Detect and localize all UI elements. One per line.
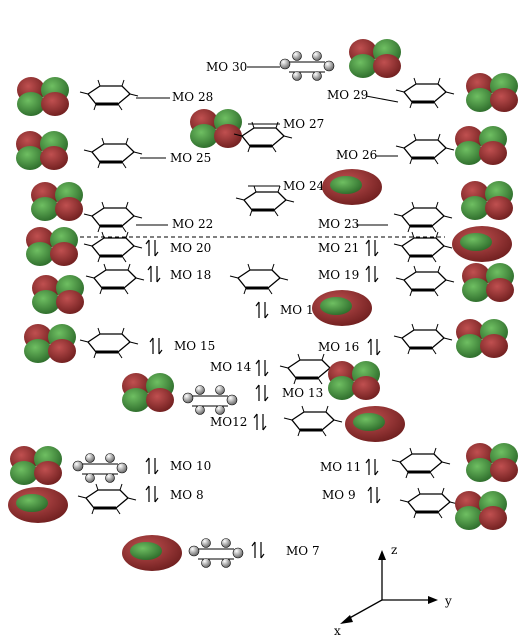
mo26-label: MO 26 [336,148,377,162]
mo29-orbital [466,73,518,112]
mo14-electrons [255,359,269,377]
mo10-structure [72,453,128,483]
mo17-structure [228,262,290,296]
mo9-electrons [367,486,381,504]
mo7-electrons [251,541,265,559]
mo15-orbital [24,324,76,363]
mo27-label: MO 27 [283,117,324,131]
mo12-label: MO12 [210,415,247,429]
mo19-electrons [365,265,379,283]
mo18-structure [84,262,146,296]
mo15-electrons [149,337,163,355]
mo8-structure [76,482,138,516]
mo24-label: MO 24 [283,179,325,193]
mo8-label: MO 8 [170,488,204,502]
mo26-orbital [455,126,507,165]
mo25-orbital [16,131,68,170]
mo15-structure [78,326,140,360]
mo30-structure [279,51,335,81]
mo13-label: MO 13 [282,386,323,400]
mo21-label: MO 21 [318,241,359,255]
mo20-structure [82,230,144,264]
mo24-orbital [322,169,382,205]
mo12-structure [282,404,344,438]
mo15-label: MO 15 [174,339,215,353]
mo8-electrons [145,485,159,503]
mo29-structure [394,76,456,110]
mo9-structure [398,486,460,520]
mo11-electrons [365,458,379,476]
mo23-label: MO 23 [318,217,359,231]
mo19-label: MO 19 [318,268,359,282]
mo11-structure [390,446,452,480]
mo17-label: MO 17 [280,303,321,317]
mo13-orbital [122,373,174,412]
mo28-label: MO 28 [172,90,213,104]
mo27-orbital [190,109,242,148]
mo18-electrons [147,265,161,283]
mo11-orbital [466,443,518,482]
mo18-label: MO 18 [170,268,211,282]
mo7-orbital [122,535,182,571]
axis-z-label: z [391,543,397,557]
mo17-orbital [312,290,372,326]
mo25-label: MO 25 [170,151,211,165]
mo18-orbital [32,275,84,314]
coordinate-axes: z y x [334,543,452,636]
mo7-structure [188,538,244,568]
mo16-orbital [456,319,508,358]
mo13-structure [182,385,238,415]
mo20-label: MO 20 [170,241,211,255]
mo28-orbital [17,77,69,116]
mo23-structure [392,200,454,234]
mo22-label: MO 22 [172,217,213,231]
mo12-orbital [345,406,405,442]
mo10-electrons [145,457,159,475]
mo19-orbital [462,263,514,302]
mo25-structure [82,136,144,170]
mo30-label: MO 30 [206,60,247,74]
mo10-orbital [10,446,62,485]
mo19-structure [394,264,456,298]
mo16-electrons [367,338,381,356]
mo30-orbital [349,39,401,78]
mo22-structure [82,200,144,234]
mo16-structure [392,322,454,356]
mo13-electrons [255,384,269,402]
mo12-electrons [253,413,267,431]
mo20-electrons [145,239,159,257]
mo17-electrons [255,301,269,319]
mo16-label: MO 16 [318,340,359,354]
mo21-orbital [452,226,512,262]
mo10-label: MO 10 [170,459,211,473]
mo21-electrons [365,239,379,257]
mo20-orbital [26,227,78,266]
axis-x-label: x [334,624,341,636]
mo9-label: MO 9 [322,488,356,502]
mo29-label: MO 29 [327,88,368,102]
mo9-orbital [455,491,507,530]
mo14-label: MO 14 [210,360,252,374]
mo26-structure [394,132,456,166]
axis-y-label: y [444,594,452,608]
mo8-orbital [8,487,68,523]
mo7-label: MO 7 [286,544,320,558]
mo22-orbital [31,182,83,221]
mo23-orbital [461,181,513,220]
mo11-label: MO 11 [320,460,361,474]
mo14-orbital [328,361,380,400]
mo28-structure [78,78,140,112]
